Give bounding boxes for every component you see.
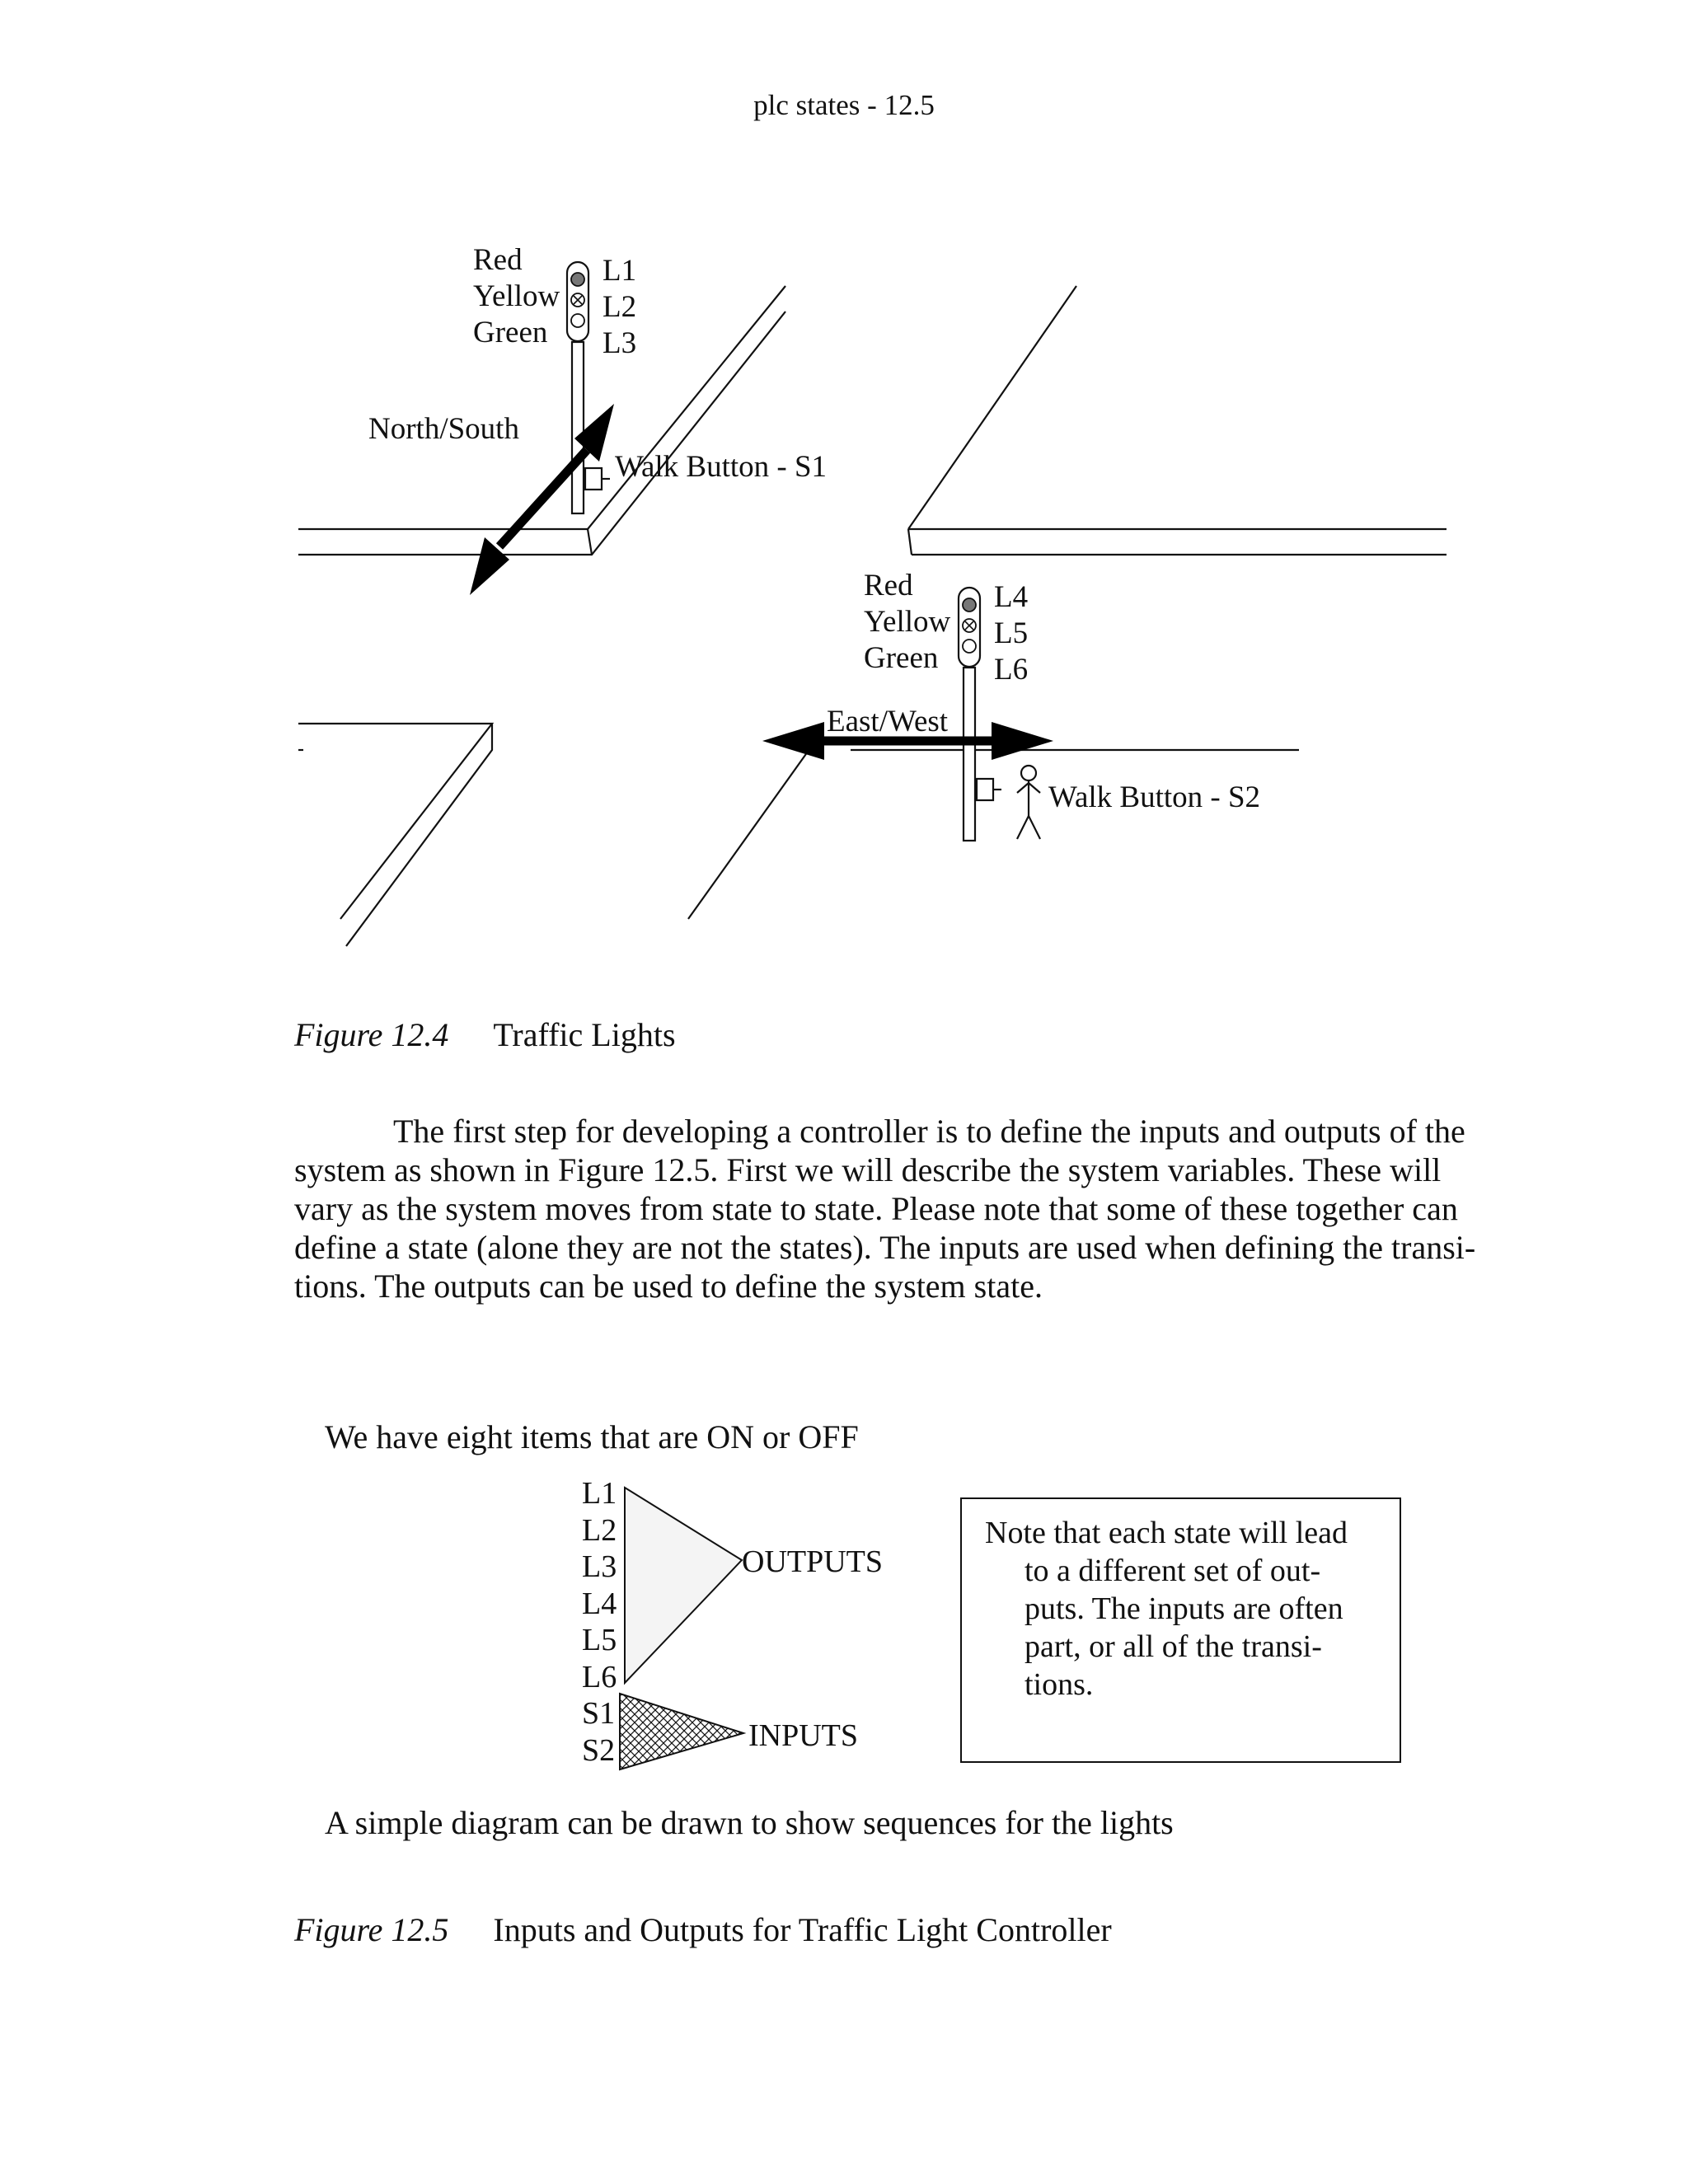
figure-12-4-caption: Figure 12.4 Traffic Lights: [294, 1015, 676, 1055]
curb-bottom-left-inner: [345, 724, 494, 947]
signal-1-red-label: Red: [473, 243, 523, 277]
curb-top-left-edge: [586, 528, 593, 555]
lamp-label-l1: L1: [603, 254, 637, 288]
curb-top-right: [907, 285, 1077, 530]
pedestrian-icon: [1016, 764, 1041, 840]
note-line-3: puts. The inputs are often: [1025, 1591, 1343, 1626]
figure-12-4-number: Figure 12.4: [294, 1016, 449, 1053]
north-south-label: North/South: [368, 412, 519, 446]
figure-12-5-intro: We have eight items that are ON or OFF: [325, 1418, 859, 1455]
east-west-label: East/West: [827, 705, 949, 738]
lamp-label-l4: L4: [994, 580, 1029, 614]
signal-2-green-lamp: [962, 639, 977, 654]
io-item-l3: L3: [582, 1549, 617, 1584]
note-line-2: to a different set of out-: [1025, 1554, 1321, 1588]
io-item-l5: L5: [582, 1623, 617, 1657]
io-item-l4: L4: [582, 1586, 617, 1621]
signal-2-yellow-lamp: [962, 618, 977, 633]
walk-button-1-label: Walk Button - S1: [615, 450, 828, 484]
lamp-label-l2: L2: [603, 290, 637, 324]
signal-1-lamp-labels: L1 L2 L3: [603, 253, 636, 362]
figure-12-5-footer-text: A simple diagram can be drawn to show se…: [325, 1804, 1174, 1841]
signal-1-red-lamp: [570, 272, 585, 287]
io-item-s2: S2: [582, 1732, 616, 1768]
signal-2-yellow-label: Yellow: [864, 605, 951, 639]
curb-top-right-edge: [907, 528, 913, 555]
inputs-bracket: [619, 1692, 747, 1771]
paragraph-line-5: tions. The outputs can be used to define…: [294, 1268, 1043, 1305]
outputs-label: OUTPUTS: [742, 1544, 884, 1579]
paragraph-line-1: The first step for developing a controll…: [393, 1113, 1465, 1150]
signal-2-green-label: Green: [864, 641, 939, 675]
walk-button-2-label: Walk Button - S2: [1048, 780, 1261, 814]
signal-2-red-lamp: [962, 598, 977, 612]
note-line-4: part, or all of the transi-: [1025, 1629, 1322, 1664]
paragraph-line-2: system as shown in Figure 12.5. First we…: [294, 1151, 1442, 1188]
io-item-l6: L6: [582, 1659, 617, 1694]
paragraph-line-3: vary as the system moves from state to s…: [294, 1190, 1458, 1227]
lamp-label-l3: L3: [603, 326, 637, 360]
note-line-1: Note that each state will lead: [985, 1516, 1348, 1550]
io-item-l1: L1: [582, 1476, 617, 1511]
lamp-label-l5: L5: [994, 616, 1029, 650]
figure-12-5-title: Inputs and Outputs for Traffic Light Con…: [493, 1911, 1112, 1948]
signal-1-color-labels: Red Yellow Green: [473, 242, 560, 351]
note-line-5: tions.: [1025, 1667, 1094, 1702]
io-item-l2: L2: [582, 1512, 617, 1548]
paragraph-line-4: define a state (alone they are not the s…: [294, 1229, 1476, 1266]
signal-1-green-label: Green: [473, 316, 548, 349]
signal-1-green-lamp: [570, 313, 585, 328]
figure-12-5-caption: Figure 12.5 Inputs and Outputs for Traffi…: [294, 1910, 1112, 1950]
signal-1-yellow-lamp: [570, 293, 585, 307]
curb-bottom-right-diag: [687, 751, 809, 920]
lamp-label-l6: L6: [994, 653, 1029, 687]
running-header: plc states - 12.5: [753, 89, 935, 121]
north-south-arrow: [470, 404, 614, 595]
signal-2-lamp-labels: L4 L5 L6: [994, 579, 1028, 688]
figure-12-5-number: Figure 12.5: [294, 1911, 449, 1948]
note-text: Note that each state will lead to a diff…: [985, 1514, 1348, 1704]
body-paragraph: The first step for developing a controll…: [294, 1112, 1476, 1305]
io-item-s1: S1: [582, 1696, 616, 1731]
east-west-arrow: [762, 722, 1053, 760]
io-item-list: L1 L2 L3 L4 L5 L6 S1 S2: [582, 1475, 617, 1769]
traffic-intersection-diagram: [298, 260, 1447, 947]
signal-1-yellow-label: Yellow: [473, 279, 560, 313]
note-box: Note that each state will lead to a diff…: [960, 1497, 1401, 1763]
inputs-label: INPUTS: [748, 1718, 859, 1753]
signal-2-red-label: Red: [864, 569, 913, 602]
figure-12-4-title: Traffic Lights: [493, 1016, 676, 1053]
signal-2-color-labels: Red Yellow Green: [864, 568, 950, 677]
outputs-bracket: [624, 1486, 743, 1685]
